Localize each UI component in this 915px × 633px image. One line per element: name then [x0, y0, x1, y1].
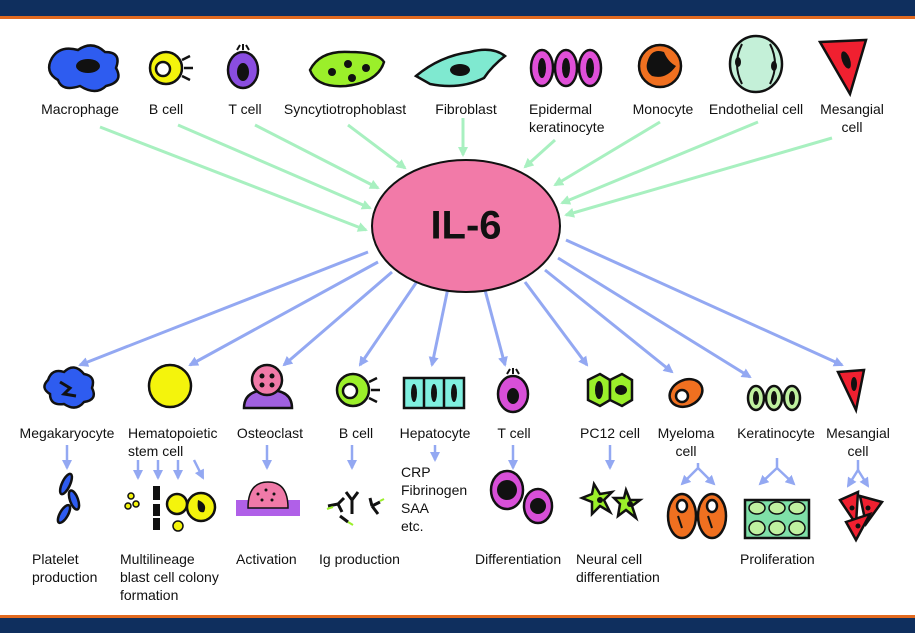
target-label-myeloma-cell: Myeloma cell [657, 425, 715, 459]
arrow-myeloma [544, 268, 674, 374]
effect-label-proliferation: Proliferation [740, 551, 815, 567]
source-label-t-cell: T cell [228, 101, 262, 117]
arrow-monocyte [553, 120, 661, 187]
source-label-macrophage: Macrophage [41, 101, 119, 117]
target-label-b-cell: B cell [338, 425, 374, 441]
target-label-megakaryocyte: Megakaryocyte [19, 425, 115, 441]
effect-label-neural-differentiation: Neural cell differentiation [576, 551, 660, 585]
source-label-syncytiotrophoblast: Syncytiotrophoblast [283, 101, 407, 117]
target-label-hematopoietic-stem-cell: Hematopoietic stem cell [128, 425, 218, 459]
header-bar [0, 0, 915, 19]
endothelial-cell-icon [728, 34, 784, 94]
source-label-endothelial-cell: Endothelial cell [708, 101, 804, 117]
arrow-t-cell-target [483, 289, 508, 367]
source-label-b-cell: B cell [148, 101, 184, 117]
il6-label: IL-6 [430, 203, 502, 248]
effect-label-ig-production: Ig production [319, 551, 400, 567]
effect-label-differentiation: Differentiation [475, 551, 562, 567]
arrow-b-cell [177, 123, 372, 210]
output-arrows [78, 238, 844, 379]
target-label-t-cell: T cell [497, 425, 531, 441]
target-label-hepatocyte: Hepatocyte [399, 425, 471, 441]
mesangial-target-icon [836, 368, 866, 414]
source-label-fibroblast: Fibroblast [435, 101, 497, 117]
target-label-keratinocyte: Keratinocyte [737, 425, 815, 441]
input-arrows [99, 118, 833, 232]
myeloma-proliferation-icon [666, 492, 698, 540]
target-label-pc12-cell: PC12 cell [580, 425, 640, 441]
syncytiotrophoblast-icon [308, 50, 386, 88]
arrow-mesangial-cell [564, 136, 833, 218]
platelet-icon [58, 472, 74, 496]
effect-label-multilineage: Multilineage blast cell colony formation [120, 551, 219, 603]
effect-label-activation: Activation [236, 551, 297, 567]
mesangial-cell-icon [817, 38, 868, 98]
arrow-keratinocyte [557, 256, 752, 379]
blast-colony-icon [127, 492, 135, 500]
target-label-mesangial-cell: Mesangial cell [826, 425, 890, 459]
footer-bar [0, 615, 915, 633]
mesangial-proliferation-icon [838, 490, 860, 528]
effect-arrows [62, 445, 870, 488]
arrow-hematopoietic [188, 260, 379, 367]
antibody-icon [327, 491, 381, 524]
il6-ellipse [371, 159, 561, 293]
source-label-monocyte: Monocyte [632, 101, 694, 117]
arrow-megakaryocyte [78, 250, 369, 367]
arrow-pc12 [523, 281, 589, 367]
arrow-osteoclast [282, 270, 393, 367]
hematopoietic-stem-cell-icon [147, 363, 193, 409]
effect-label-platelet-production: Platelet production [32, 551, 98, 585]
target-label-osteoclast: Osteoclast [236, 425, 304, 441]
source-label-epidermal-keratinocyte: Epidermal keratinocyte [529, 101, 605, 135]
arrow-macrophage [99, 125, 368, 232]
source-label-mesangial-cell: Mesangial cell [820, 101, 884, 135]
arrow-hepatocyte [428, 287, 450, 367]
arrow-syncytiotrophoblast [347, 123, 407, 170]
neural-cell-icon [578, 480, 616, 518]
arrow-endothelial-cell [560, 120, 759, 205]
arrow-t-cell [254, 123, 380, 190]
effect-label-acute-phase-proteins: CRP Fibrinogen SAA etc. [401, 464, 468, 534]
arrow-epidermal-keratinocyte [523, 138, 557, 169]
arrow-mesangial-target [565, 238, 844, 367]
arrow-b-cell-target [358, 279, 420, 367]
